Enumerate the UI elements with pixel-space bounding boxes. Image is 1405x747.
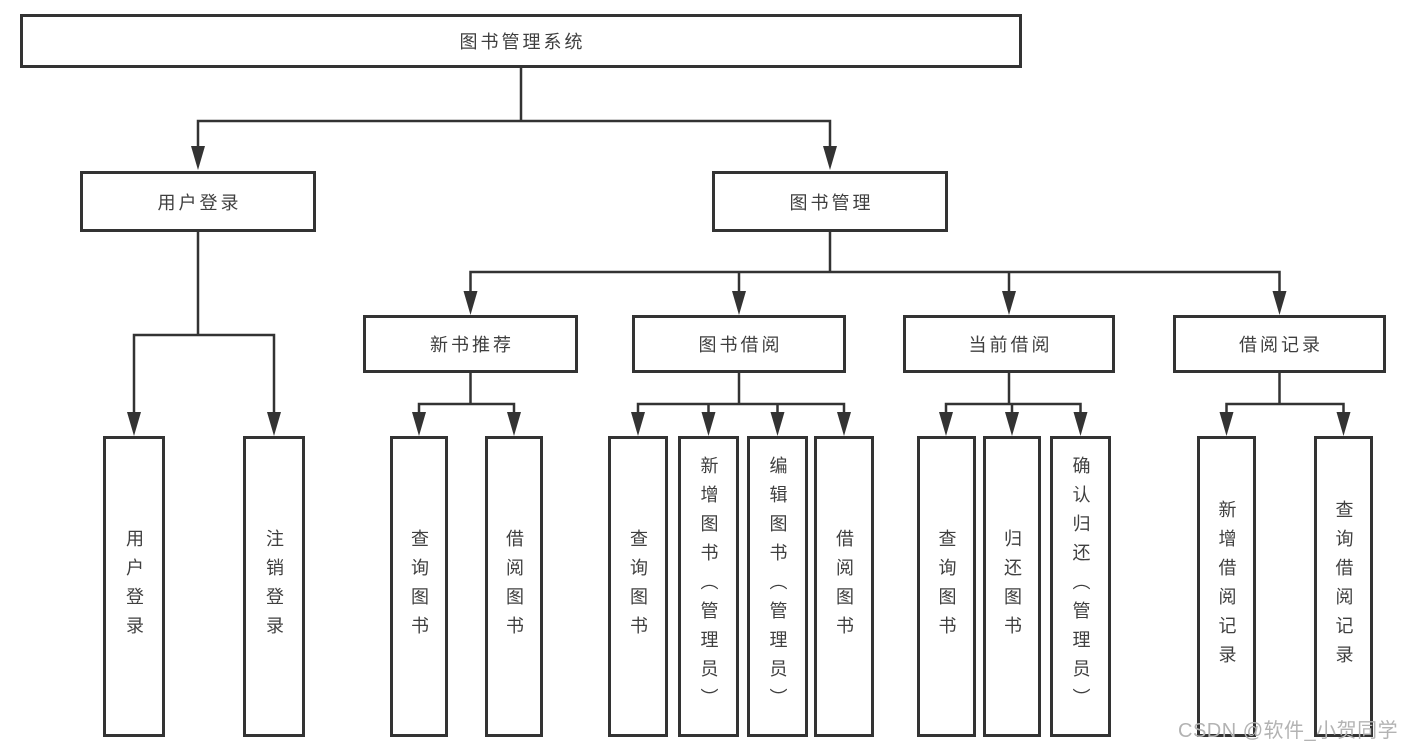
node-book-management: 图书管理 [712,171,948,232]
arrowheads-book-borrow-branch [631,412,851,436]
node-label: 新增图书（管理员） [698,456,719,717]
leaf-borrow-books-1: 借阅图书 [485,436,543,737]
leaf-borrow-books-2: 借阅图书 [814,436,874,737]
node-user-login: 用户登录 [80,171,316,232]
node-label: 借阅图书 [834,528,854,645]
arrowheads-new-book-branch [412,412,521,436]
leaf-query-borrow-record: 查询借阅记录 [1314,436,1373,737]
node-label: 确认归还（管理员） [1070,456,1091,717]
connector-book-borrow-branch [636,371,846,415]
node-label: 用户登录 [124,528,144,645]
arrowheads-borrow-records-branch [1219,412,1351,436]
leaf-edit-book-admin: 编辑图书（管理员） [747,436,808,737]
node-label: 编辑图书（管理员） [767,456,788,717]
watermark: CSDN @软件_小贺同学 [1178,720,1399,742]
arrowheads-current-borrow-branch [939,412,1088,436]
node-borrow-records: 借阅记录 [1173,315,1386,373]
node-label: 查询图书 [628,528,648,645]
leaf-logout: 注销登录 [243,436,305,737]
arrowheads-book-management-branch [463,291,1287,315]
node-new-book-recommend: 新书推荐 [363,315,578,373]
node-label: 借阅记录 [1239,335,1323,355]
node-label: 借阅图书 [504,528,524,645]
node-label: 查询图书 [936,528,957,645]
leaf-user-login: 用户登录 [103,436,165,737]
leaf-confirm-return-admin: 确认归还（管理员） [1050,436,1111,737]
node-label: 新增借阅记录 [1216,499,1237,674]
node-label: 用户登录 [157,192,242,213]
connector-user-login-branch [132,230,276,415]
leaf-query-books-1: 查询图书 [390,436,448,737]
arrowheads-root-branch [191,146,837,170]
connector-root-branch [196,66,832,149]
node-book-borrow: 图书借阅 [632,315,846,373]
node-label: 当前借阅 [968,335,1053,355]
connector-book-management-branch [469,230,1281,294]
leaf-return-books: 归还图书 [983,436,1041,737]
connector-borrow-records-branch [1225,371,1345,415]
node-label: 图书管理系统 [459,32,586,52]
node-label: 注销登录 [264,528,284,645]
node-current-borrow: 当前借阅 [903,315,1115,373]
node-label: 图书管理 [789,192,874,213]
node-label: 图书借阅 [698,335,783,355]
connector-new-book-branch [417,371,516,415]
connector-current-borrow-branch [944,371,1082,415]
leaf-query-books-2: 查询图书 [608,436,668,737]
node-label: 查询借阅记录 [1333,499,1354,674]
leaf-query-books-3: 查询图书 [917,436,976,737]
node-label: 归还图书 [1002,528,1022,645]
node-label: 新书推荐 [430,335,514,355]
node-library-system: 图书管理系统 [20,14,1022,68]
leaf-add-borrow-record: 新增借阅记录 [1197,436,1256,737]
leaf-add-book-admin: 新增图书（管理员） [678,436,739,737]
arrowheads-user-login-branch [127,412,281,436]
node-label: 查询图书 [409,528,429,645]
